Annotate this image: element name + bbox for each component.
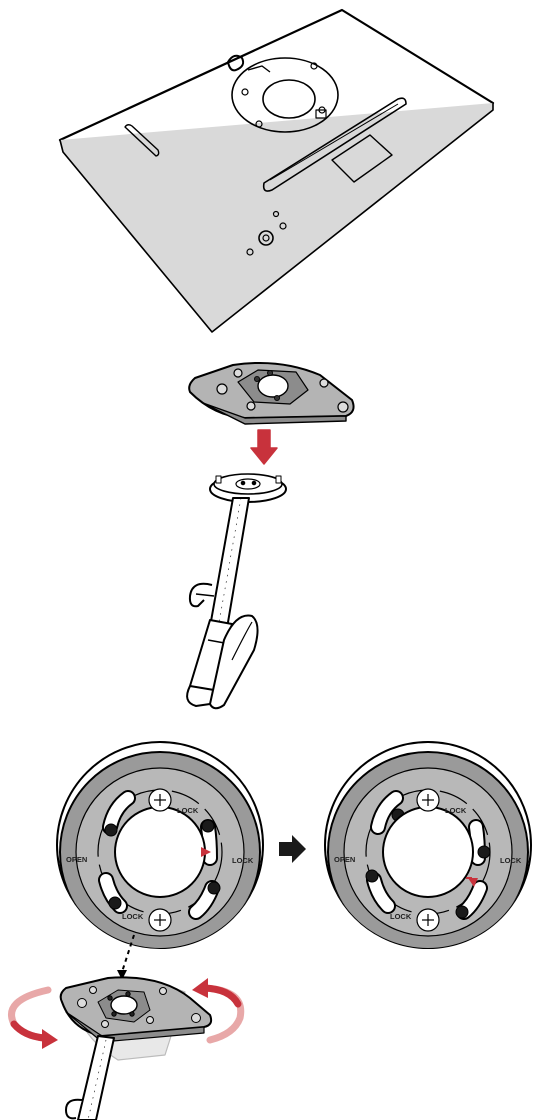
- lock-label: LOCK: [232, 856, 254, 865]
- lock-label: LOCK: [122, 912, 144, 921]
- lock-label: LOCK: [445, 806, 467, 815]
- monitor-back-panel: [58, 8, 495, 333]
- attach-arrow-icon: [250, 429, 278, 465]
- detail-leader-line: [121, 934, 135, 973]
- stand-base-plate: [188, 361, 355, 425]
- open-label: OPEN: [66, 855, 87, 864]
- lock-detail-left: LOCK LOCK LOCK OPEN: [56, 741, 264, 949]
- rotate-right-arrow-icon: [192, 978, 245, 1044]
- lock-label: LOCK: [390, 912, 412, 921]
- open-label: OPEN: [334, 855, 355, 864]
- lock-label: LOCK: [177, 806, 199, 815]
- lock-label: LOCK: [500, 856, 522, 865]
- lock-detail-right: LOCK LOCK LOCK OPEN: [324, 741, 532, 949]
- stand-assembly: [186, 473, 287, 710]
- rotating-plate: [59, 976, 213, 1120]
- rotate-left-arrow-icon: [8, 986, 58, 1049]
- next-state-arrow-icon: [279, 835, 306, 863]
